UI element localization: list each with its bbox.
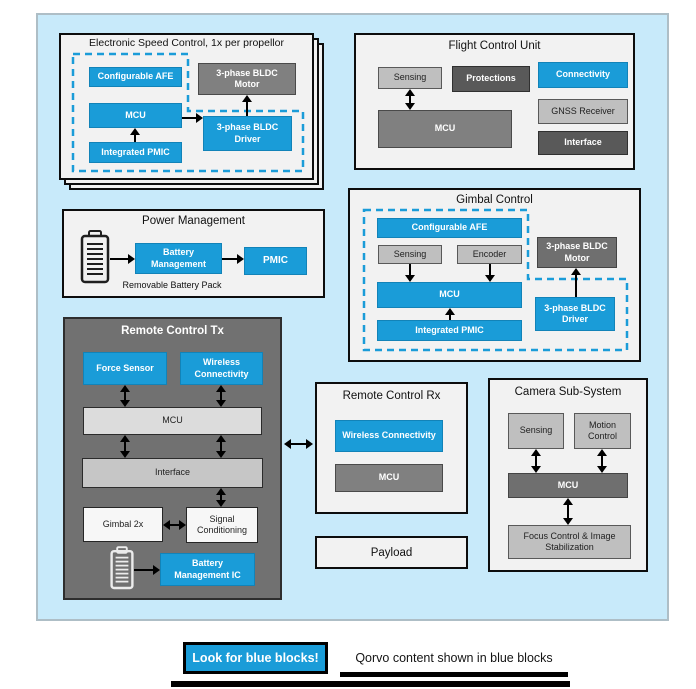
fcu-sensing-mcu-arrow [405, 89, 415, 110]
camera-motion-mcu-arrow [597, 449, 607, 473]
rct-wireless-mcu-arrow [216, 385, 226, 407]
fcu-interface-block: Interface [538, 131, 628, 155]
fcu-mcu-block: MCU [378, 110, 512, 148]
esc-bldc-motor-block: 3-phase BLDC Motor [198, 63, 296, 95]
camera-sensing-block: Sensing [508, 413, 564, 449]
rct-gimbal-signal-arrow [163, 520, 186, 530]
camera-title: Camera Sub-System [514, 386, 622, 398]
gimbal-qorvo-dashed-outline [362, 208, 629, 352]
power-bm-pmic-arrow [222, 254, 244, 264]
legend-bottom-bar [171, 681, 570, 687]
power-title: Power Management [142, 215, 245, 227]
legend-note-underline [340, 672, 568, 677]
camera-focus-control-block: Focus Control & Image Stabilization [508, 525, 631, 559]
power-battery-bm-arrow [110, 254, 135, 264]
rct-mcu-block: MCU [83, 407, 262, 435]
camera-sensing-mcu-arrow [531, 449, 541, 473]
camera-mcu-block: MCU [508, 473, 628, 498]
gimbal-sensing-mcu-arrow [405, 264, 415, 282]
gimbal-integrated-pmic-block: Integrated PMIC [377, 320, 522, 341]
rct-interface-block: Interface [82, 458, 263, 488]
rcrx-wireless-connectivity-block: Wireless Connectivity [335, 420, 443, 452]
power-pmic-block: PMIC [244, 247, 307, 275]
gimbal-sensing-block: Sensing [378, 245, 442, 264]
rct-battery-management-ic-block: Battery Management IC [160, 553, 255, 586]
esc-mcu-block: MCU [89, 103, 182, 128]
rct-mcu-interface-arrow-right [216, 435, 226, 458]
gimbal-bldc-motor-block: 3-phase BLDC Motor [537, 237, 617, 268]
gimbal-encoder-block: Encoder [457, 245, 522, 264]
camera-mcu-focus-arrow [563, 498, 573, 525]
gimbal-configurable-afe-block: Configurable AFE [377, 218, 522, 238]
gimbal-driver-motor-arrow [571, 268, 581, 297]
rct-signal-conditioning-block: Signal Conditioning [186, 507, 258, 543]
payload-box: Payload [315, 536, 468, 569]
rct-title: Remote Control Tx [121, 325, 224, 337]
esc-qorvo-dashed-outline [71, 52, 305, 173]
esc-pmic-mcu-arrow [130, 128, 140, 142]
esc-integrated-pmic-block: Integrated PMIC [89, 142, 182, 163]
fcu-sensing-block: Sensing [378, 67, 442, 89]
power-battery-management-block: Battery Management [135, 243, 222, 274]
rct-force-sensor-block: Force Sensor [83, 352, 167, 385]
rct-forcesensor-mcu-arrow [120, 385, 130, 407]
fcu-gnss-receiver-block: GNSS Receiver [538, 99, 628, 124]
legend-note: Qorvo content shown in blue blocks [355, 651, 553, 665]
battery-icon [110, 546, 134, 590]
rct-gimbal-2x-block: Gimbal 2x [83, 507, 163, 542]
gimbal-encoder-mcu-arrow [485, 264, 495, 282]
camera-motion-control-block: Motion Control [574, 413, 631, 449]
esc-bldc-driver-block: 3-phase BLDC Driver [203, 116, 292, 151]
esc-title: Electronic Speed Control, 1x per propell… [89, 37, 284, 49]
gimbal-pmic-mcu-arrow [445, 308, 455, 320]
battery-icon [80, 230, 110, 284]
rct-wireless-connectivity-block: Wireless Connectivity [180, 352, 263, 385]
esc-mcu-driver-arrow [182, 113, 203, 123]
esc-configurable-afe-block: Configurable AFE [89, 67, 182, 87]
gimbal-mcu-block: MCU [377, 282, 522, 308]
fcu-protections-block: Protections [452, 66, 530, 92]
fcu-title: Flight Control Unit [448, 40, 541, 52]
rct-rcrx-link-arrow [284, 439, 313, 449]
esc-driver-motor-arrow [242, 95, 252, 116]
rcrx-mcu-block: MCU [335, 464, 443, 492]
gimbal-bldc-driver-block: 3-phase BLDC Driver [535, 297, 615, 331]
power-caption: Removable Battery Pack [122, 280, 222, 290]
gimbal-title: Gimbal Control [456, 194, 533, 206]
legend-blue-badge: Look for blue blocks! [183, 642, 328, 674]
rct-battery-bmic-arrow [134, 565, 160, 575]
rcrx-title: Remote Control Rx [342, 390, 441, 402]
rct-interface-signal-arrow [216, 488, 226, 507]
fcu-connectivity-block: Connectivity [538, 62, 628, 88]
rct-mcu-interface-arrow-left [120, 435, 130, 458]
